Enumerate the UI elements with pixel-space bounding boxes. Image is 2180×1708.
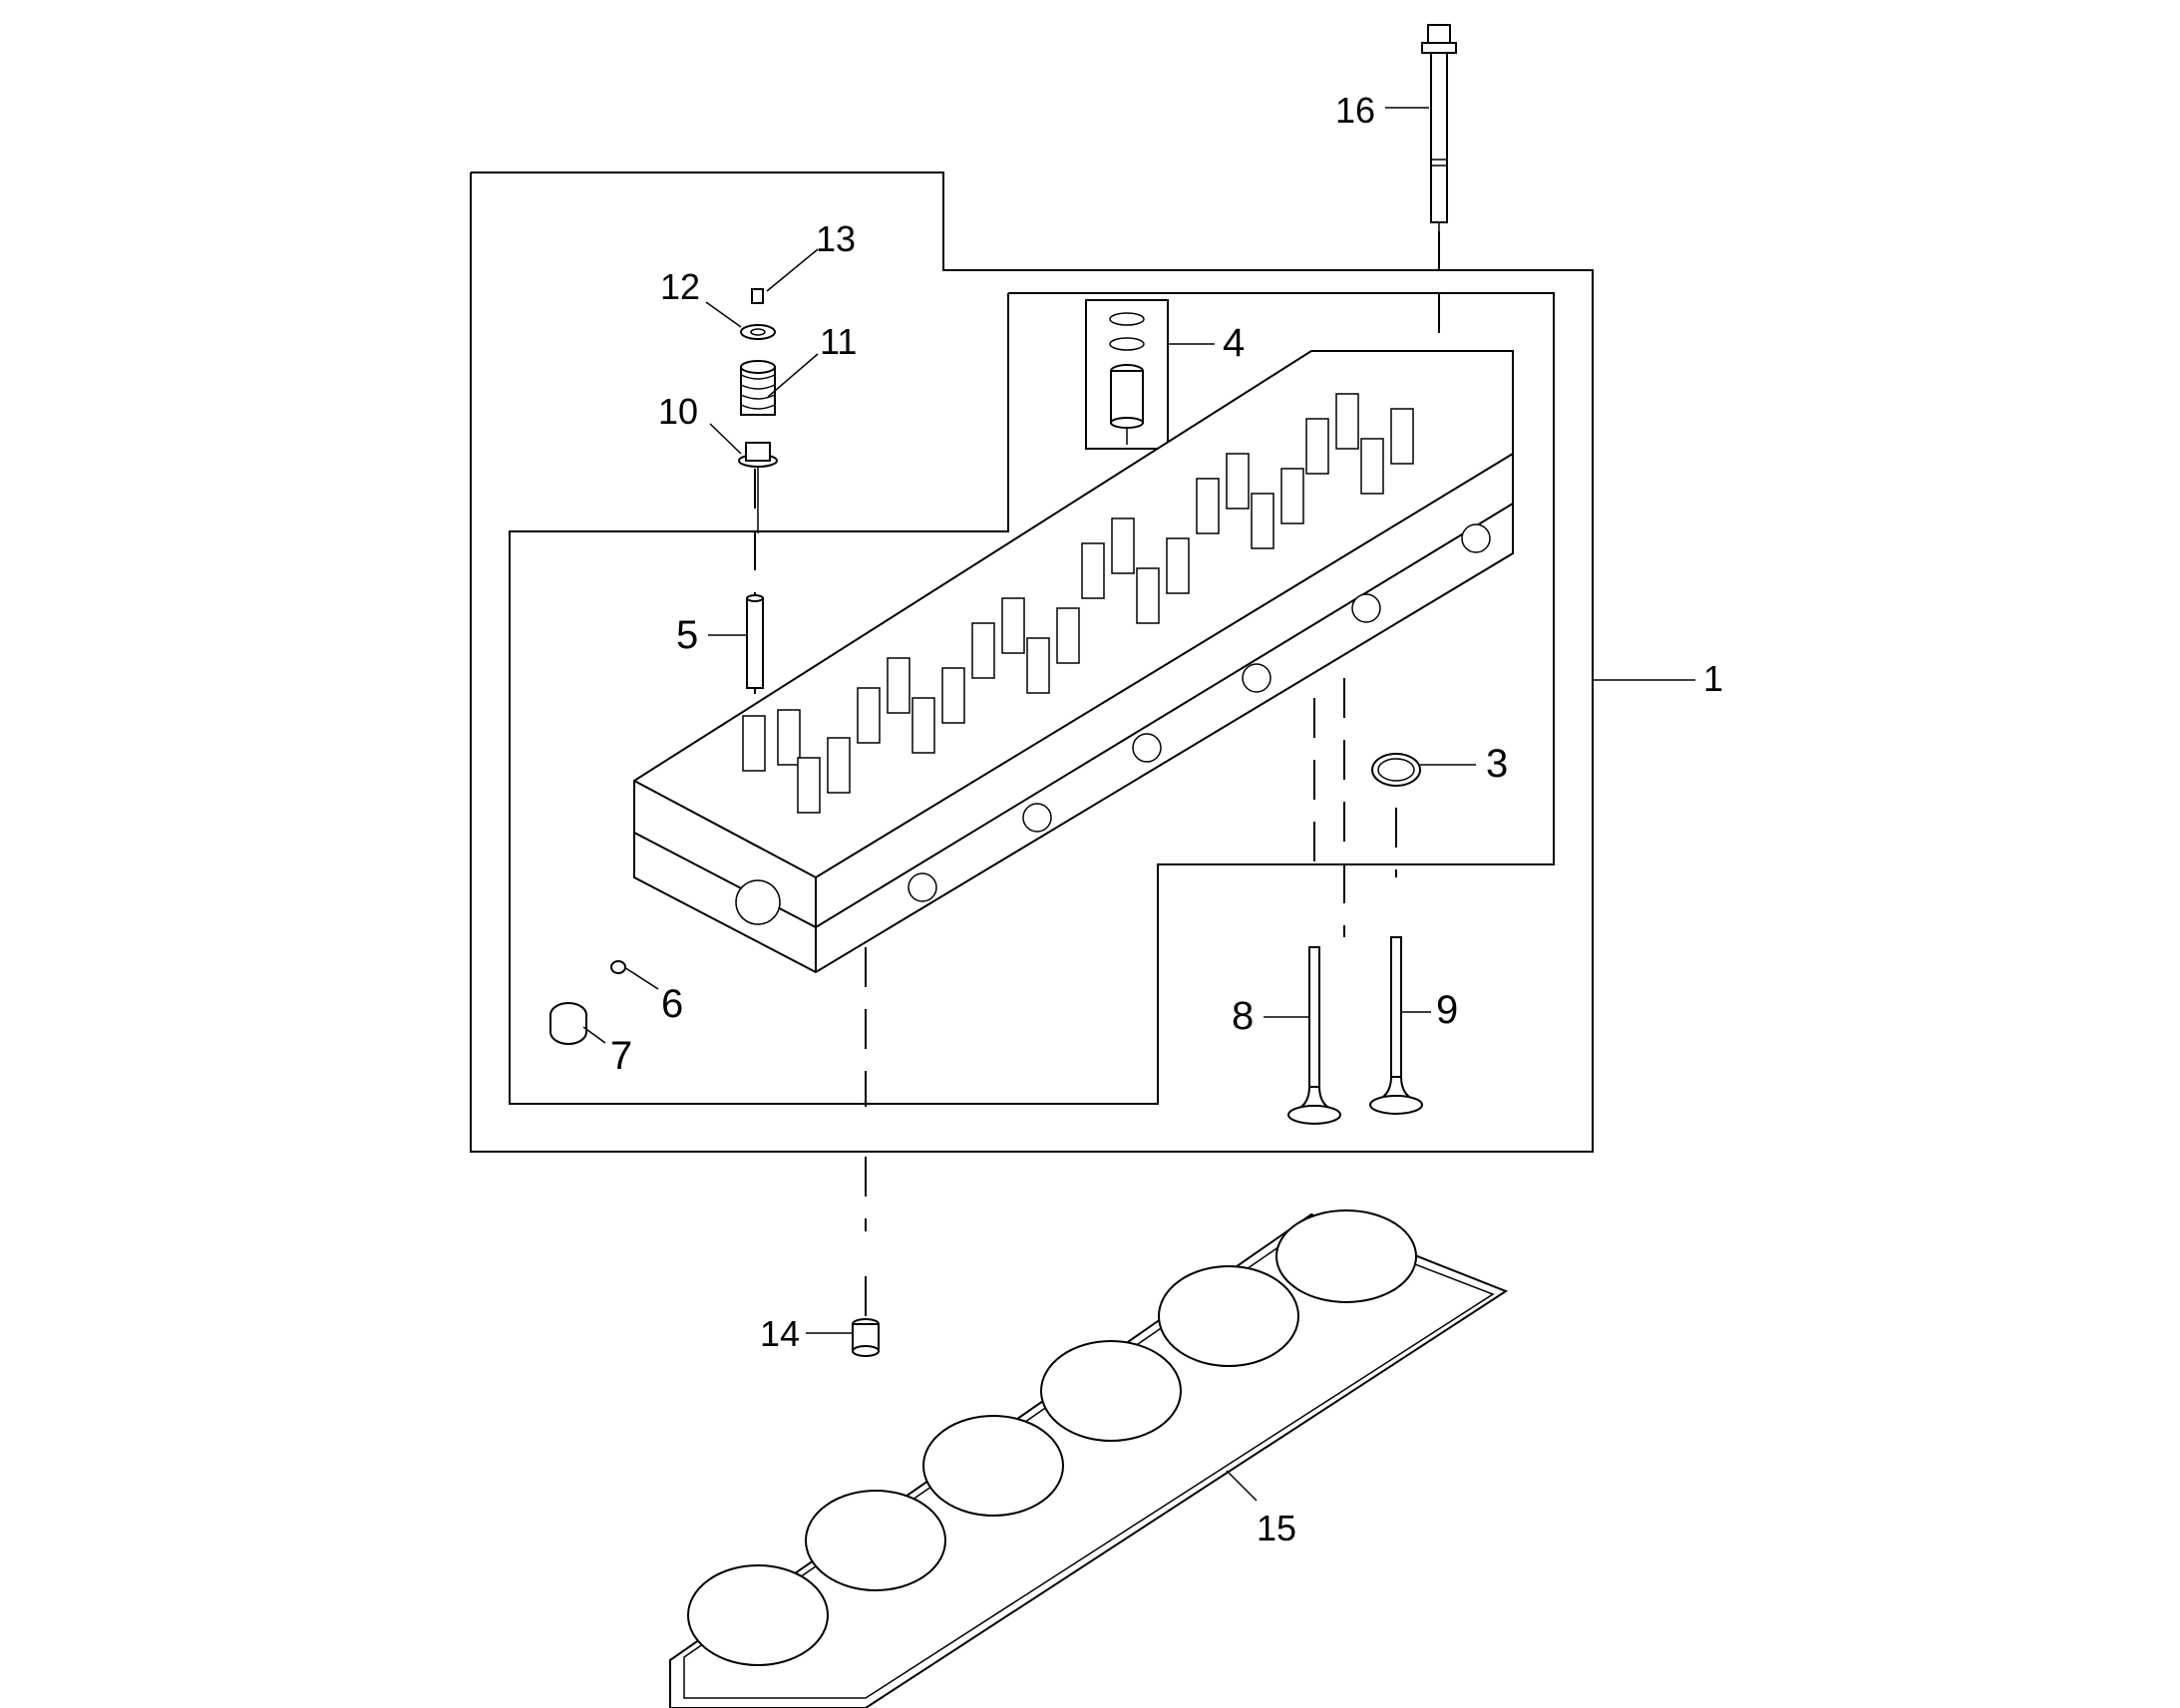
callout-15: 15 — [1257, 1508, 1296, 1548]
callout-11: 11 — [820, 321, 857, 362]
part-15-gasket — [669, 1209, 1509, 1708]
outer-group-frame — [470, 171, 1594, 1153]
callout-16: 16 — [1335, 90, 1375, 131]
callout-13: 13 — [816, 218, 856, 259]
part-14-bushing — [852, 1318, 880, 1357]
part-3-ring — [1371, 753, 1421, 787]
part-6-plug — [610, 960, 626, 974]
head-spring-clusters — [742, 393, 1414, 814]
part-7-seal — [549, 1002, 587, 1045]
part-4-sleeve — [1109, 312, 1145, 445]
head-side-bosses — [735, 523, 1491, 925]
callout-8: 8 — [1232, 994, 1254, 1038]
callout-3: 3 — [1486, 742, 1508, 786]
callout-labels: 16 1 3 4 5 6 7 8 9 10 11 12 13 14 15 — [610, 90, 1723, 1548]
leader-lines — [582, 107, 1695, 1502]
part-8-valve — [1287, 946, 1341, 1125]
callout-9: 9 — [1436, 988, 1458, 1032]
callout-4: 4 — [1223, 321, 1245, 365]
part-9-valve — [1369, 936, 1423, 1115]
part-16-bolt — [1421, 24, 1457, 267]
inner-group-frame — [509, 292, 1555, 1105]
valve-spring-stack — [738, 288, 778, 533]
part-4-box — [1085, 299, 1169, 450]
callout-6: 6 — [661, 982, 683, 1026]
callout-1: 1 — [1703, 658, 1723, 699]
callout-10: 10 — [658, 391, 698, 432]
cylinder-head — [633, 350, 1514, 974]
callout-12: 12 — [660, 266, 700, 307]
callout-7: 7 — [610, 1034, 632, 1078]
callout-5: 5 — [676, 613, 698, 657]
callout-14: 14 — [760, 1313, 800, 1354]
